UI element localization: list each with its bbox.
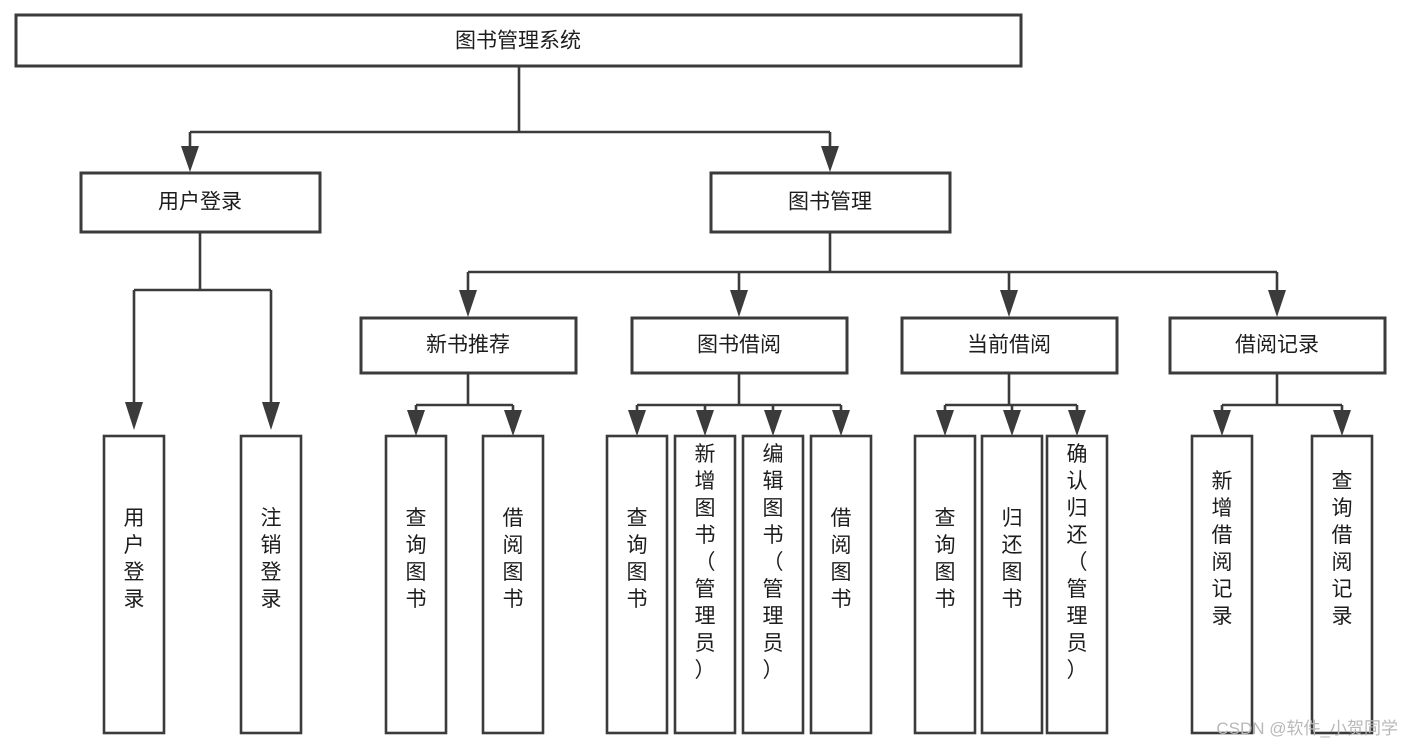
arrow-to-leaf-borrow-book-2 — [832, 410, 850, 436]
arrow-to-user-login — [181, 146, 199, 172]
leaf-user-login-box[interactable] — [102, 434, 166, 735]
leaf-borrow-book-1-label: 借阅图书 — [503, 507, 524, 611]
leaf-borrow-book-2[interactable]: 借阅图书 — [809, 434, 873, 735]
node-borrow-record-label: 借阅记录 — [1235, 334, 1319, 357]
node-book-borrow-label: 图书借阅 — [697, 334, 781, 357]
leaf-query-record-label: 查询借阅记录 — [1332, 470, 1353, 628]
node-user-login-label: 用户登录 — [158, 191, 242, 214]
arrow-to-leaf-query-record — [1333, 410, 1351, 436]
leaf-borrow-book-2-box[interactable] — [809, 434, 873, 735]
node-book-manage-label: 图书管理 — [788, 191, 872, 214]
node-new-book-recommend-box[interactable] — [359, 316, 578, 375]
node-book-borrow-box[interactable] — [630, 316, 849, 375]
node-new-book-recommend[interactable]: 新书推荐 — [359, 316, 578, 375]
arrow-to-borrow-record — [1268, 290, 1286, 317]
arrow-to-leaf-user-logout — [262, 402, 280, 430]
leaf-return-book-box[interactable] — [980, 434, 1044, 735]
node-root[interactable]: 图书管理系统 — [14, 13, 1023, 68]
arrow-to-leaf-confirm-return — [1068, 410, 1086, 436]
arrow-to-leaf-add-book — [696, 410, 714, 436]
leaf-add-book[interactable]: 新增图书（管理员） — [673, 434, 737, 735]
leaf-query-book-1-box[interactable] — [384, 434, 448, 735]
arrow-to-book-manage — [821, 146, 839, 172]
arrow-to-leaf-edit-book — [764, 410, 782, 436]
leaf-user-logout[interactable]: 注销登录 — [239, 434, 303, 735]
leaf-query-book-2-label: 查询图书 — [627, 507, 648, 611]
leaf-user-logout-label: 注销登录 — [261, 507, 282, 611]
leaf-edit-book-box[interactable] — [741, 434, 805, 735]
leaf-add-record-label: 新增借阅记录 — [1212, 470, 1233, 628]
leaf-add-record-box[interactable] — [1190, 434, 1254, 735]
leaf-borrow-book-1-box[interactable] — [481, 434, 545, 735]
arrow-to-leaf-query-book-2 — [628, 410, 646, 436]
node-borrow-record-box[interactable] — [1168, 316, 1387, 375]
leaf-confirm-return[interactable]: 确认归还（管理员） — [1045, 434, 1109, 735]
node-borrow-record[interactable]: 借阅记录 — [1168, 316, 1387, 375]
leaf-user-login[interactable]: 用户登录 — [102, 434, 166, 735]
leaf-query-book-3-box[interactable] — [913, 434, 977, 735]
arrow-to-leaf-borrow-book-1 — [504, 410, 522, 436]
node-new-book-recommend-label: 新书推荐 — [426, 334, 510, 357]
leaf-borrow-book-2-label: 借阅图书 — [831, 507, 852, 611]
arrow-to-new-book-recommend — [459, 290, 477, 317]
node-current-borrow[interactable]: 当前借阅 — [900, 316, 1119, 375]
arrow-to-leaf-query-book-3 — [936, 410, 954, 436]
csdn-watermark: CSDN @软件_小贺同学 — [1216, 719, 1398, 738]
leaf-confirm-return-label: 确认归还（管理员） — [1067, 443, 1088, 682]
arrow-to-leaf-add-record — [1213, 410, 1231, 436]
node-book-manage-box[interactable] — [709, 171, 952, 234]
leaf-user-logout-box[interactable] — [239, 434, 303, 735]
leaf-query-book-3-label: 查询图书 — [935, 507, 956, 611]
node-user-login-box[interactable] — [79, 171, 322, 234]
leaf-query-book-2[interactable]: 查询图书 — [605, 434, 669, 735]
leaf-return-book-label: 归还图书 — [1002, 507, 1023, 611]
leaf-confirm-return-box[interactable] — [1045, 434, 1109, 735]
arrow-to-leaf-user-login — [125, 402, 143, 430]
leaf-query-book-3[interactable]: 查询图书 — [913, 434, 977, 735]
leaf-edit-book-label: 编辑图书（管理员） — [763, 443, 784, 682]
leaf-query-book-1[interactable]: 查询图书 — [384, 434, 448, 735]
leaf-query-book-1-label: 查询图书 — [406, 507, 427, 611]
leaf-query-book-2-box[interactable] — [605, 434, 669, 735]
leaf-edit-book[interactable]: 编辑图书（管理员） — [741, 434, 805, 735]
connector-layer — [125, 66, 1351, 436]
node-current-borrow-box[interactable] — [900, 316, 1119, 375]
leaf-add-record[interactable]: 新增借阅记录 — [1190, 434, 1254, 735]
leaf-add-book-box[interactable] — [673, 434, 737, 735]
node-book-borrow[interactable]: 图书借阅 — [630, 316, 849, 375]
leaf-borrow-book-1[interactable]: 借阅图书 — [481, 434, 545, 735]
arrow-to-leaf-query-book-1 — [407, 410, 425, 436]
arrow-to-book-borrow — [730, 290, 748, 317]
arrow-to-leaf-return-book — [1003, 410, 1021, 436]
node-root-box[interactable] — [14, 13, 1023, 68]
node-root-label: 图书管理系统 — [455, 30, 581, 53]
arrow-to-current-borrow — [1000, 290, 1018, 317]
leaf-query-record[interactable]: 查询借阅记录 — [1310, 434, 1374, 735]
leaf-return-book[interactable]: 归还图书 — [980, 434, 1044, 735]
node-user-login[interactable]: 用户登录 — [79, 171, 322, 234]
node-book-manage[interactable]: 图书管理 — [709, 171, 952, 234]
node-current-borrow-label: 当前借阅 — [967, 334, 1051, 357]
leaf-add-book-label: 新增图书（管理员） — [695, 443, 716, 682]
leaf-query-record-box[interactable] — [1310, 434, 1374, 735]
leaf-user-login-label: 用户登录 — [124, 507, 145, 611]
